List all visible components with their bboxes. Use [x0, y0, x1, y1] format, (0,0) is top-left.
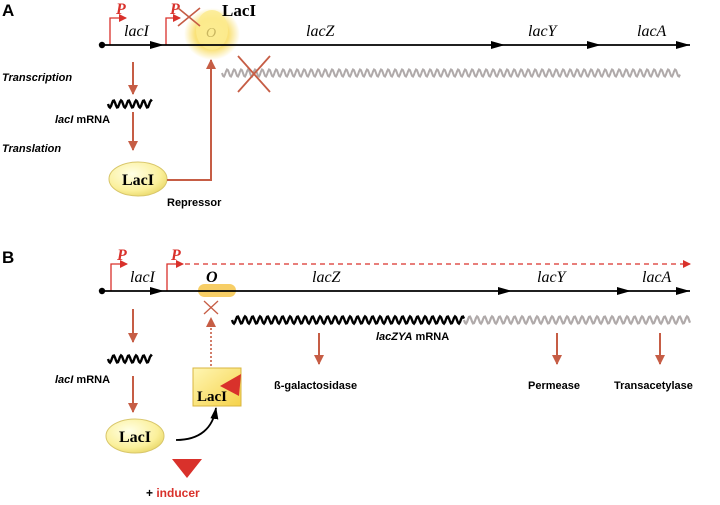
panel-b-lacZYA-mrna-black: [230, 314, 466, 326]
inducer-triangle-icon: [172, 459, 202, 478]
panel-a-lacZ-end-arrow: [491, 41, 505, 49]
panel-b-operon-promoter-label: P: [170, 247, 181, 264]
panel-b-label: B: [2, 248, 14, 267]
panel-a-repressor-caption: Repressor: [167, 197, 222, 209]
panel-a-label: A: [2, 1, 14, 20]
panel-b-lacI-mrna: [106, 353, 153, 365]
panel-a-transcript-blocked-x: [237, 55, 271, 93]
panel-a-dna-start-dot: [98, 41, 106, 49]
panel-b-lacI-promoter-label: P: [116, 247, 127, 264]
panel-b-mrna-label: lacI mRNA: [55, 374, 110, 386]
panel-b-lacZ-end-arrow: [498, 287, 512, 295]
panel-a-lacY-end-arrow: [587, 41, 601, 49]
panel-b-bound-inducer: [220, 374, 241, 396]
panel-a-operon-promoter-arrow: [165, 14, 181, 45]
panel-a-translation-label: Translation: [2, 143, 61, 155]
panel-a-lacA-end-arrow: [676, 41, 690, 49]
panel-b-gene-lacY: lacY: [537, 269, 568, 286]
panel-a-lacI-mrna: [106, 98, 153, 110]
panel-a-operon-promoter-label: P: [169, 1, 180, 18]
panel-a: A P P O LacI lacI lacZ lacY lacA: [2, 1, 690, 209]
panel-b-binding-blocked-x: [203, 300, 219, 315]
panel-a-gene-lacI: lacI: [124, 23, 150, 40]
panel-a-transcription-label: Transcription: [2, 72, 72, 84]
panel-b-inducer-binding-arrow: [175, 407, 219, 441]
panel-b-gene-lacI: lacI: [130, 269, 156, 286]
panel-a-repressor-binding-arrow: [167, 59, 216, 181]
panel-a-gene-lacZ: lacZ: [306, 23, 336, 40]
panel-b-product-lacZ: ß-galactosidase: [274, 380, 357, 392]
panel-b-laci-protein-label: LacI: [119, 429, 151, 446]
panel-b-operator-label: O: [206, 269, 218, 286]
panel-a-blocked-transcript: [221, 68, 681, 78]
panel-a-lacI-promoter-label: P: [115, 1, 126, 18]
panel-a-lacI-end-arrow: [150, 41, 164, 49]
panel-a-bound-repressor-label: LacI: [222, 1, 256, 20]
panel-b-complex-label: LacI: [197, 389, 227, 405]
panel-b-lacY-end-arrow: [617, 287, 631, 295]
panel-b-gene-lacA: lacA: [642, 269, 672, 286]
panel-b-dna-start-dot: [98, 287, 106, 295]
inducer-label: + inducer: [146, 486, 200, 500]
panel-a-operator-label: O: [206, 26, 216, 41]
panel-b: B P P lacI O lacZ lacY lacA lacZYA mRNA …: [2, 247, 693, 500]
panel-a-gene-lacA: lacA: [637, 23, 667, 40]
panel-a-laci-protein-label: LacI: [122, 172, 154, 189]
panel-a-bound-repressor: [196, 10, 228, 50]
panel-a-gene-lacY: lacY: [528, 23, 559, 40]
panel-a-mrna-label: lacI mRNA: [55, 114, 110, 126]
panel-b-operon-promoter-arrow: [166, 260, 184, 291]
panel-b-product-lacY: Permease: [528, 380, 580, 392]
panel-b-lacI-end-arrow: [150, 287, 164, 295]
panel-b-lacI-promoter-arrow: [110, 260, 128, 291]
panel-b-product-lacA: Transacetylase: [614, 380, 693, 392]
panel-b-gene-lacZ: lacZ: [312, 269, 342, 286]
panel-a-promoter-blocked-x: [177, 7, 201, 27]
panel-b-lacZYA-mrna-grey: [462, 314, 692, 326]
panel-b-lacZYA-mrna-label: lacZYA mRNA: [376, 331, 449, 343]
panel-b-lacA-end-arrow: [676, 287, 690, 295]
panel-a-lacI-promoter-arrow: [109, 14, 127, 45]
panel-b-laci-protein: [105, 418, 165, 454]
